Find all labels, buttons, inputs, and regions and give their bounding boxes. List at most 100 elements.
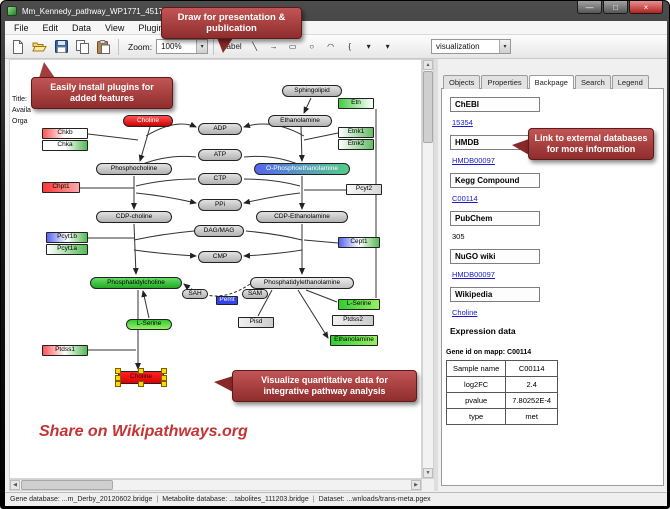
node-chka[interactable]: Chka [42, 140, 88, 151]
table-cell: pvalue [445, 392, 507, 409]
tab-search[interactable]: Search [574, 75, 611, 89]
panel-splitter[interactable] [434, 59, 438, 491]
node-l-serine-right[interactable]: L-Serine [338, 299, 380, 310]
node-phosphatidylcholine[interactable]: Phosphatidylcholine [90, 277, 182, 289]
minimize-button[interactable]: — [577, 1, 602, 14]
open-file-icon[interactable] [29, 38, 50, 56]
zoom-combobox[interactable]: 100% ▾ [156, 39, 209, 54]
node-l-serine-left[interactable]: L-Serine [126, 319, 172, 330]
menu-view[interactable]: View [105, 22, 125, 33]
node-pcyt2[interactable]: Pcyt2 [346, 184, 382, 195]
node-ethanolamine[interactable]: Ethanolamine [268, 115, 332, 127]
ellipse-tool[interactable]: ○ [303, 38, 321, 56]
selection-handle[interactable] [138, 381, 144, 387]
node-pisd[interactable]: Pisd [238, 317, 274, 328]
node-sah[interactable]: SAH [182, 289, 208, 299]
node-ppi[interactable]: PPi [198, 199, 242, 211]
node-choline-top[interactable]: Choline [123, 115, 173, 127]
node-cmp[interactable]: CMP [198, 251, 242, 263]
db-value-wikipedia[interactable]: Choline [452, 308, 478, 317]
horizontal-scroll-thumb[interactable] [21, 480, 113, 490]
tab-properties[interactable]: Properties [481, 75, 528, 89]
visualization-combobox[interactable]: visualization ▾ [431, 39, 511, 54]
menu-file[interactable]: File [14, 22, 29, 33]
brace-tool[interactable]: { [341, 38, 359, 56]
node-sam[interactable]: SAM [242, 289, 268, 299]
selection-handle[interactable] [115, 368, 121, 374]
node-sphingolipid[interactable]: Sphingolipid [282, 85, 342, 97]
selection-handle[interactable] [138, 368, 144, 374]
selection-handle[interactable] [161, 368, 167, 374]
selection-handle[interactable] [115, 374, 121, 381]
node-phosphocholine[interactable]: Phosphocholine [96, 163, 172, 175]
horizontal-scrollbar[interactable]: ◀ ▶ [9, 479, 422, 491]
db-value-chebi[interactable]: 15354 [452, 118, 473, 127]
chevron-down-icon: ▾ [499, 40, 510, 53]
menu-edit[interactable]: Edit [42, 22, 59, 33]
selection-handle[interactable] [115, 381, 121, 387]
selection-handle[interactable] [161, 381, 167, 387]
db-value-nugo-wiki[interactable]: HMDB00097 [452, 270, 495, 279]
node-etnk2[interactable]: Etnk2 [338, 139, 374, 150]
rectangle-tool[interactable]: ▭ [284, 38, 302, 56]
node-adp[interactable]: ADP [198, 123, 242, 135]
node-ptdss2[interactable]: Ptdss2 [332, 315, 374, 326]
selection-handle[interactable] [161, 374, 167, 381]
db-value-hmdb[interactable]: HMDB00097 [452, 156, 495, 165]
node-ptdss1[interactable]: Ptdss1 [42, 345, 88, 356]
line-tool[interactable]: ╲ [246, 38, 264, 56]
vertical-scrollbar[interactable]: ▲ ▼ [422, 59, 434, 479]
status-bar: Gene database: ...m_Derby_20120602.bridg… [5, 492, 667, 506]
node-pcyt1a[interactable]: Pcyt1a [46, 244, 88, 255]
scroll-right-button[interactable]: ▶ [411, 480, 421, 490]
pathway-edge [135, 192, 197, 205]
pathway-edge [298, 126, 305, 162]
tab-backpage[interactable]: Backpage [528, 75, 574, 89]
tab-legend[interactable]: Legend [611, 75, 649, 89]
scroll-left-button[interactable]: ◀ [10, 480, 20, 490]
new-file-icon[interactable] [9, 38, 27, 56]
callout-link: Link to external databases for more info… [528, 128, 654, 160]
node-dag-mag[interactable]: DAG/MAG [194, 225, 244, 237]
menu-data[interactable]: Data [72, 22, 92, 33]
node-o-phosphoethanolamine[interactable]: O-Phosphoethanolamine [254, 163, 350, 175]
node-cdp-choline[interactable]: CDP-choline [96, 211, 172, 223]
arc-tool[interactable]: ◠ [322, 38, 340, 56]
copy-icon[interactable] [73, 38, 92, 56]
node-ctp[interactable]: CTP [198, 173, 242, 185]
node-pemt[interactable]: Pemt [216, 296, 238, 305]
node-phosphatidylethanolamine[interactable]: Phosphatidylethanolamine [250, 277, 354, 289]
paste-icon[interactable] [94, 38, 113, 56]
connector-dropdown[interactable]: ▾ [379, 38, 397, 56]
scroll-down-button[interactable]: ▼ [423, 468, 433, 478]
close-button[interactable]: × [629, 1, 663, 14]
node-ethanolamine-2[interactable]: Ethanolamine [330, 335, 378, 346]
table-cell: 2.4 [505, 376, 559, 393]
title-bar[interactable]: Mm_Kennedy_pathway_WP1771_45176.gpml [1, 1, 669, 21]
pathway-edge [138, 126, 151, 162]
node-cept1[interactable]: Cept1 [338, 237, 380, 248]
table-cell: log2FC [445, 376, 507, 393]
toolbar-tool-group: Label╲→▭○◠{▾▾ [219, 38, 397, 56]
scroll-up-button[interactable]: ▲ [423, 60, 433, 70]
template-dropdown[interactable]: ▾ [360, 38, 378, 56]
save-file-icon[interactable] [52, 38, 71, 56]
info-line: Availa [12, 107, 31, 114]
arrow-tool[interactable]: → [265, 38, 283, 56]
node-atp[interactable]: ATP [198, 149, 242, 161]
menu-plugins[interactable]: Plugins [138, 22, 168, 33]
db-value-kegg-compound[interactable]: C00114 [452, 194, 478, 203]
node-etn[interactable]: Etn [338, 98, 374, 109]
node-pcyt1b[interactable]: Pcyt1b [46, 232, 88, 243]
node-chpt1[interactable]: Chpt1 [42, 182, 80, 193]
node-etnk1[interactable]: Etnk1 [338, 127, 374, 138]
tab-objects[interactable]: Objects [443, 75, 481, 89]
window-controls: — □ × [576, 1, 663, 14]
vertical-scroll-thumb[interactable] [423, 71, 433, 143]
maximize-button[interactable]: □ [603, 1, 628, 14]
node-cdp-ethanolamine[interactable]: CDP-Ethanolamine [256, 211, 348, 223]
node-chkb[interactable]: Chkb [42, 128, 88, 139]
